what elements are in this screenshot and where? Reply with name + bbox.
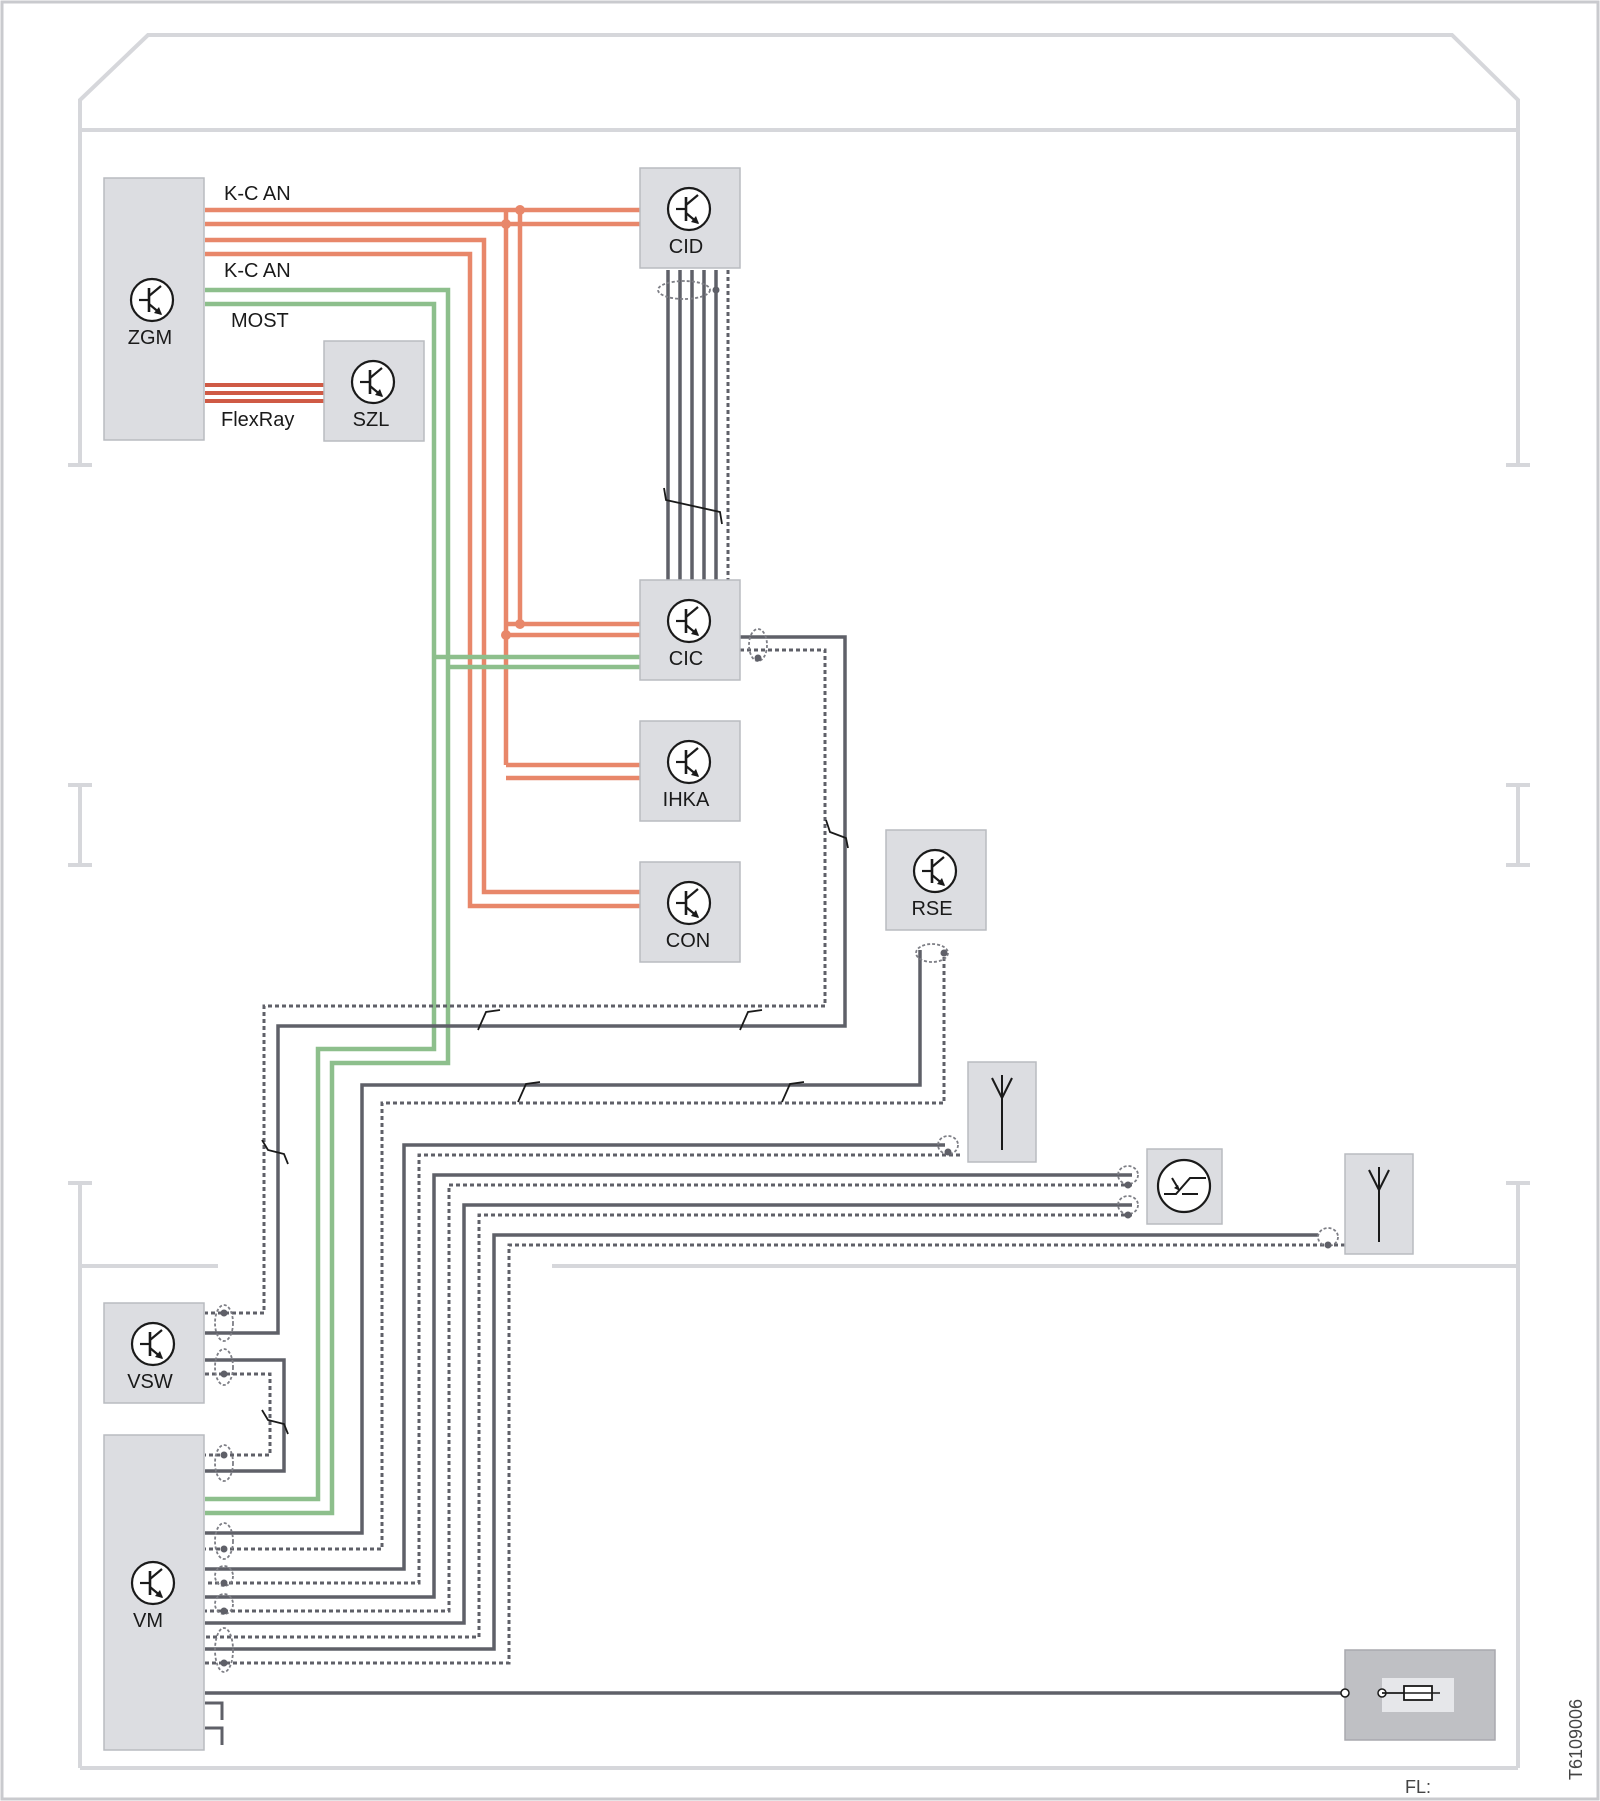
module-vsw: VSW (103, 1302, 205, 1404)
module-label-vsw: VSW (127, 1371, 173, 1393)
flexray-bus-lines (205, 383, 324, 403)
antenna-icon (1368, 1167, 1390, 1242)
shield-nodes (220, 286, 1332, 1667)
module-ihka: IHKA (639, 720, 741, 822)
fuse-icon (1403, 1685, 1440, 1701)
module-szl: SZL (323, 340, 425, 442)
fuse-box (1340, 1649, 1496, 1741)
bus-label-most: MOST (231, 310, 289, 332)
module-vm: VM (103, 1434, 205, 1751)
antenna-box-1 (967, 1061, 1037, 1163)
bus-label-kcan-2: K-C AN (224, 260, 291, 282)
module-label-rse: RSE (911, 898, 952, 920)
vehicle-frame (68, 33, 1530, 1770)
shield-markers (214, 280, 1339, 1673)
module-label-zgm: ZGM (128, 327, 172, 349)
module-label-vm: VM (133, 1610, 163, 1632)
bus-label-flexray: FlexRay (221, 409, 294, 431)
footer-text: FL: (1405, 1777, 1431, 1797)
antenna-icon (991, 1075, 1013, 1150)
kcan-bus-lines (205, 207, 640, 909)
ground-symbols (205, 1701, 224, 1745)
module-label-cid: CID (669, 236, 703, 258)
tuner-box (1146, 1148, 1223, 1225)
signal-lines-dotted (205, 270, 1345, 1665)
module-zgm: ZGM (103, 177, 205, 441)
kcan-junctions (501, 205, 525, 640)
module-label-con: CON (666, 930, 710, 952)
signal-lines (205, 270, 1345, 1695)
twist-marks (261, 487, 849, 1435)
module-cic: CIC (639, 579, 741, 681)
module-label-ihka: IHKA (663, 789, 710, 811)
module-con: CON (639, 861, 741, 963)
module-label-szl: SZL (353, 409, 390, 431)
figure-id: T6109006 (1566, 1699, 1586, 1780)
most-bus-lines (205, 287, 640, 1516)
module-label-cic: CIC (669, 648, 703, 670)
module-cid: CID (639, 167, 741, 269)
bus-label-kcan-1: K-C AN (224, 183, 291, 205)
antenna-box-2 (1344, 1153, 1414, 1255)
module-rse: RSE (885, 829, 987, 931)
tuner-icon (1156, 1158, 1212, 1214)
